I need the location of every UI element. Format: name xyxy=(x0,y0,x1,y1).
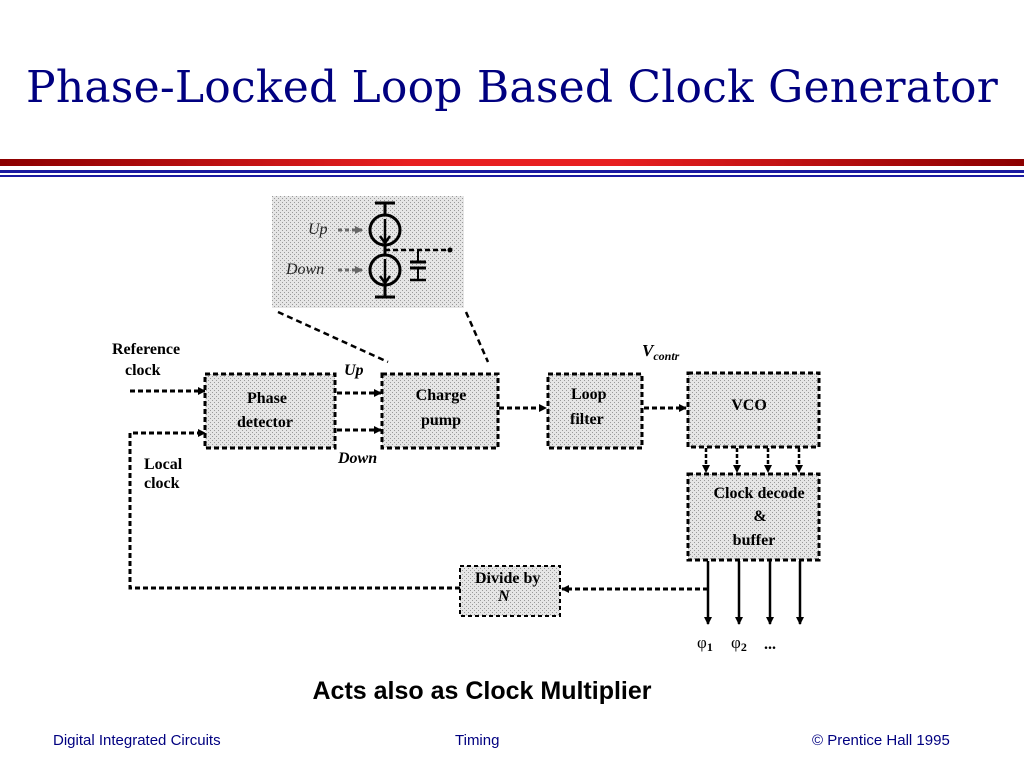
phi-ellipsis: ... xyxy=(764,636,776,653)
charge-pump-block: Charge pump xyxy=(380,372,500,450)
loop-filter-label-1: Loop xyxy=(571,386,607,403)
down-label: Down xyxy=(337,450,377,467)
divide-by-n-block: Divide by N xyxy=(459,565,561,617)
divide-n-label: N xyxy=(497,588,511,605)
phase-detector-block: Phase detector xyxy=(203,372,337,450)
slide-subtitle: Acts also as Clock Multiplier xyxy=(312,677,652,705)
loop-filter-block: Loop filter xyxy=(546,372,644,450)
clock-decode-buffer-block: Clock decode & buffer xyxy=(686,472,821,562)
phi1-symbol: φ xyxy=(697,633,707,652)
phase-detector-label-2: detector xyxy=(237,414,293,431)
phi2-label: φ2 xyxy=(731,633,747,654)
charge-pump-inset: Up Down xyxy=(272,196,490,364)
phi2-sub: 2 xyxy=(741,640,747,654)
vcontr-main: V xyxy=(642,341,655,360)
loop-filter-label-2: filter xyxy=(570,411,604,428)
vco-label: VCO xyxy=(731,397,767,414)
slide-title: Phase-Locked Loop Based Clock Generator xyxy=(26,62,998,113)
feedback-wire xyxy=(128,429,460,590)
footer-topic: Timing xyxy=(455,732,500,749)
reference-clock-label-1: Reference xyxy=(112,341,180,358)
inset-down-label: Down xyxy=(285,261,324,278)
title-divider-blue-2 xyxy=(0,175,1024,177)
phi1-sub: 1 xyxy=(707,640,713,654)
phase-detector-label-1: Phase xyxy=(247,390,287,407)
clock-decode-label-1: Clock decode xyxy=(713,485,804,502)
footer-copyright: © Prentice Hall 1995 xyxy=(812,732,950,749)
vcontr-sub: contr xyxy=(653,349,679,363)
phi1-label: φ1 xyxy=(697,633,713,654)
vco-phase-outputs xyxy=(702,448,803,473)
charge-pump-label-1: Charge xyxy=(416,387,467,404)
clock-decode-label-2: & xyxy=(753,508,766,525)
reference-clock-label-2: clock xyxy=(125,362,161,379)
clock-phase-outputs xyxy=(704,561,804,625)
charge-pump-label-2: pump xyxy=(421,412,461,429)
clock-decode-label-3: buffer xyxy=(733,532,776,549)
title-divider-blue-1 xyxy=(0,170,1024,173)
divide-by-label: Divide by xyxy=(475,570,540,587)
footer-course: Digital Integrated Circuits xyxy=(53,732,221,749)
title-divider-red xyxy=(0,159,1024,166)
local-clock-label-2: clock xyxy=(144,475,180,492)
local-clock-label-1: Local xyxy=(144,456,183,473)
phi2-symbol: φ xyxy=(731,633,741,652)
inset-up-label: Up xyxy=(308,221,328,238)
up-label: Up xyxy=(344,362,364,379)
vco-block: VCO xyxy=(686,371,821,449)
vcontr-label: Vcontr xyxy=(642,341,680,363)
